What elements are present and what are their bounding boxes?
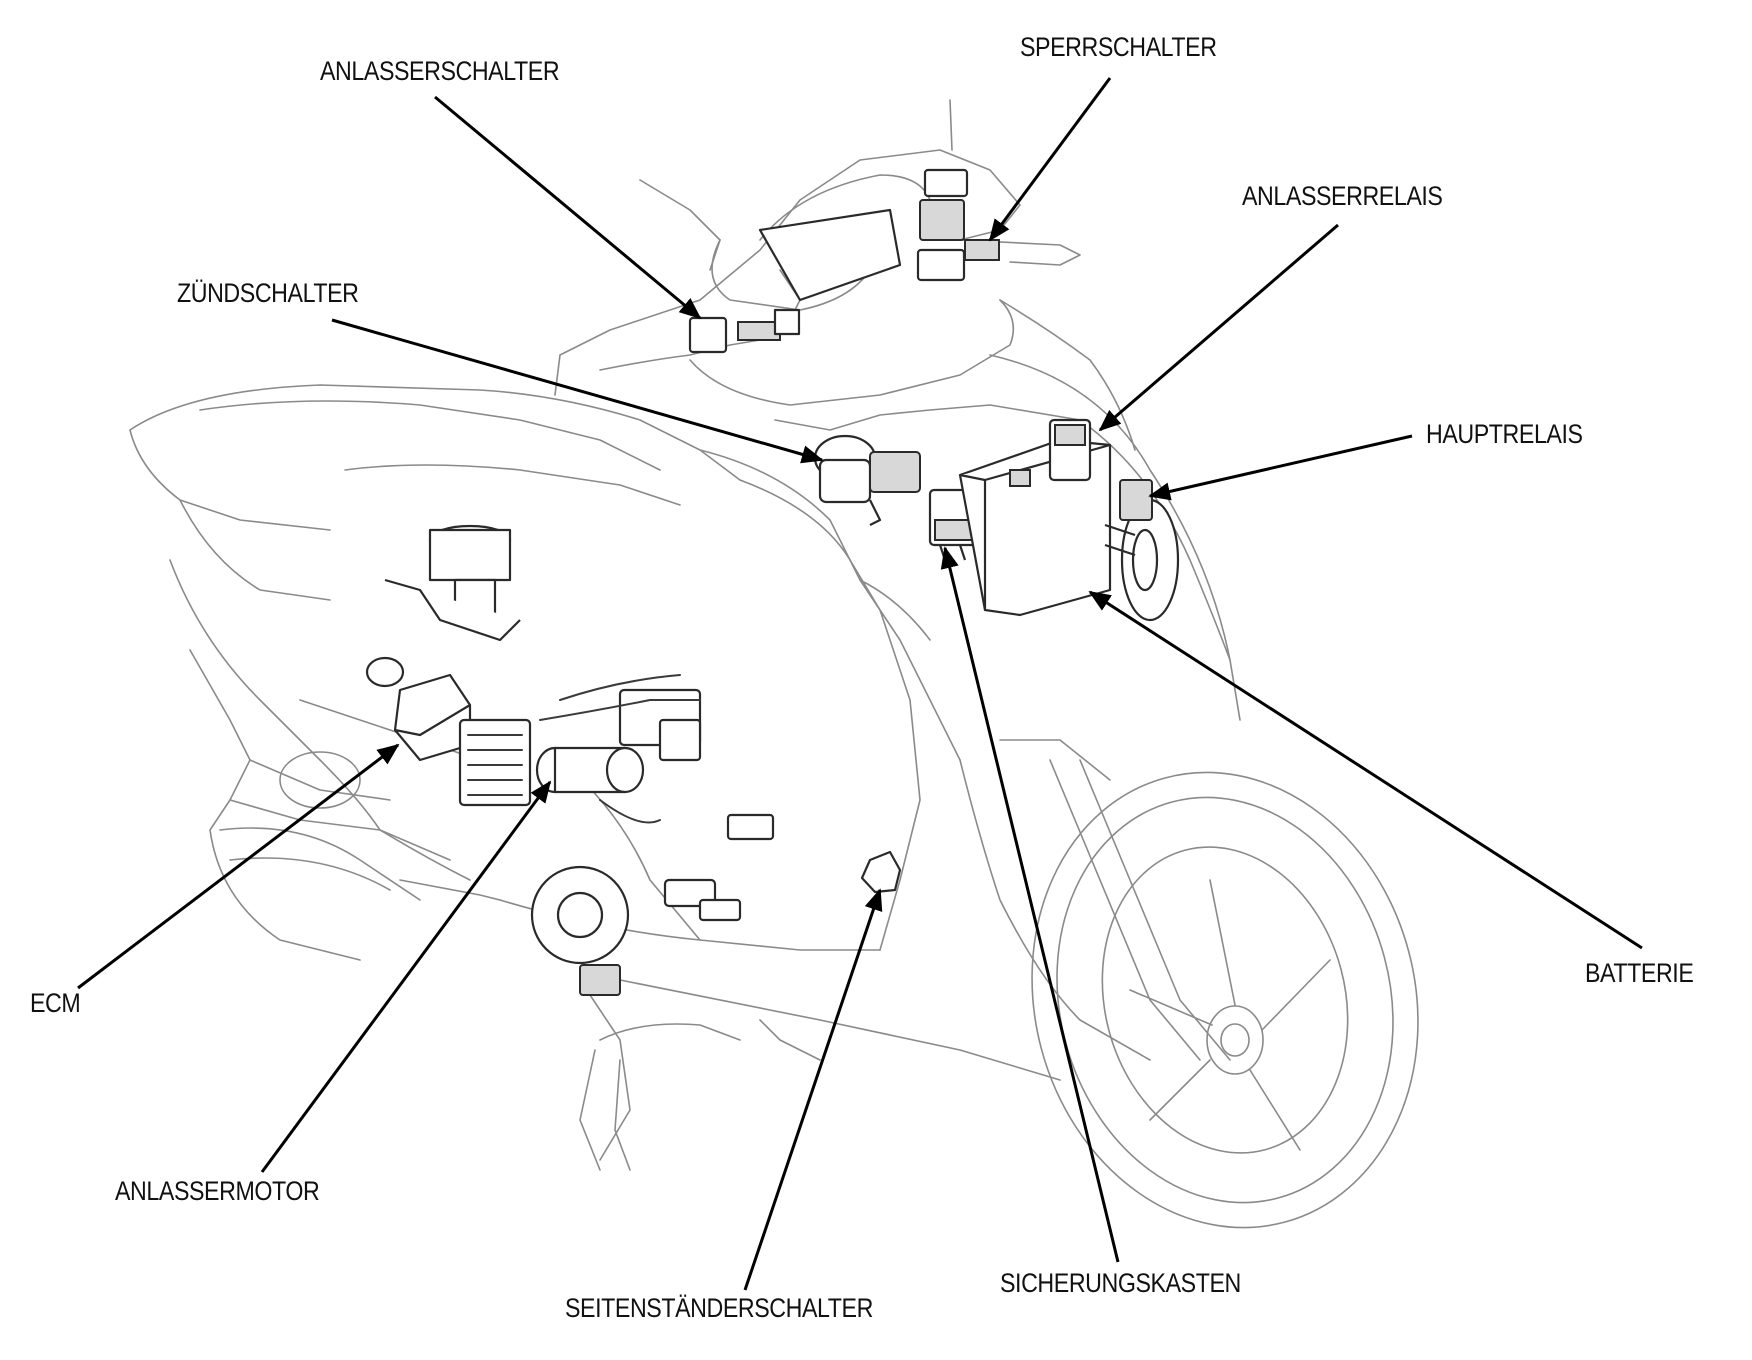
ignition-switch-part <box>813 434 921 526</box>
label-anlasserrelais: ANLASSERRELAIS <box>1242 181 1443 211</box>
regulator-part <box>458 718 532 807</box>
leader-sperrschalter <box>988 77 1112 242</box>
label-anlassermotor: ANLASSERMOTOR <box>115 1176 320 1206</box>
leader-anlassermotor <box>260 780 552 1173</box>
leader-anlasserrelais <box>1098 223 1339 432</box>
leader-batterie <box>1088 590 1643 950</box>
label-seitenstaenderschalter: SEITENSTÄNDERSCHALTER <box>565 1293 873 1323</box>
leader-anlasserschalter <box>434 95 702 320</box>
harness-part <box>539 674 702 824</box>
label-zuendschalter: ZÜNDSCHALTER <box>177 278 359 308</box>
ecm-part <box>365 656 472 762</box>
label-ecm: ECM <box>30 988 81 1018</box>
fuel-pump-part <box>384 524 521 642</box>
handlebar-switch-part <box>688 308 801 354</box>
starter-relay-part <box>1048 418 1092 482</box>
label-batterie: BATTERIE <box>1585 958 1694 988</box>
scooter-outline <box>129 99 1419 1229</box>
starter-motor-part <box>535 746 645 794</box>
leader-lines <box>77 77 1643 1291</box>
leader-zuendschalter <box>331 318 824 464</box>
side-stand-switch-part <box>860 850 902 894</box>
leader-sicherungskasten <box>940 546 1120 1263</box>
leader-seitenstaenderschalter <box>743 888 883 1291</box>
leader-hauptrelais <box>1148 434 1413 501</box>
label-hauptrelais: HAUPTRELAIS <box>1426 419 1583 449</box>
alternator-part <box>530 865 630 996</box>
horn-part <box>1104 479 1180 622</box>
leader-ecm <box>77 743 400 990</box>
component-parts <box>365 168 1180 996</box>
lock-switch-part <box>758 168 1000 302</box>
label-anlasserschalter: ANLASSERSCHALTER <box>320 56 560 86</box>
label-sperrschalter: SPERRSCHALTER <box>1020 32 1217 62</box>
spark-plug-part <box>663 813 775 922</box>
label-sicherungskasten: SICHERUNGSKASTEN <box>1000 1268 1241 1298</box>
